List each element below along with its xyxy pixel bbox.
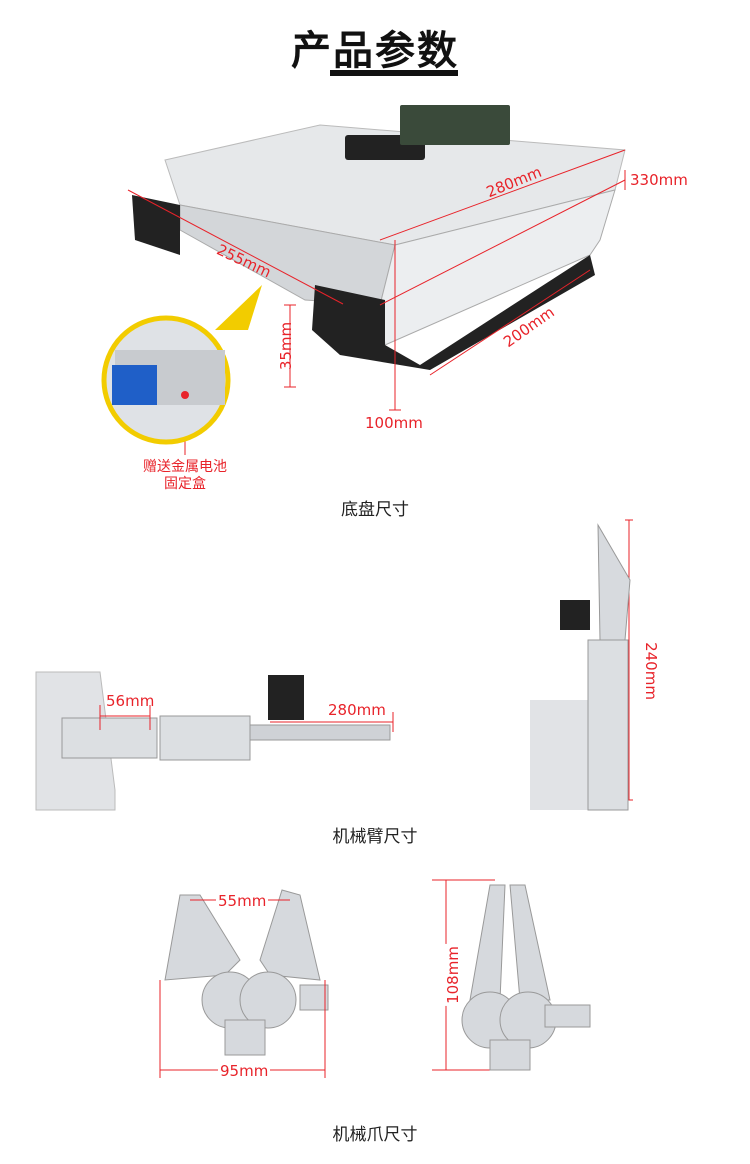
- battery-box-note-line1: 赠送金属电池: [143, 459, 227, 475]
- claw-caption: 机械爪尺寸: [332, 1125, 418, 1145]
- dim-arm-joint: 56mm: [106, 692, 155, 710]
- title-underline: [330, 70, 458, 76]
- chassis-dimension-lines: [127, 149, 626, 455]
- page-title: 产品参数: [291, 28, 459, 74]
- robot-arm-side-image: [35, 671, 391, 811]
- dim-width: 330mm: [630, 171, 688, 189]
- dim-claw-width: 95mm: [218, 1062, 271, 1080]
- dim-claw-opening: 55mm: [216, 892, 269, 910]
- robot-arm-front-image: [530, 523, 631, 811]
- chassis-caption: 底盘尺寸: [341, 500, 409, 520]
- dim-arm-height: 240mm: [641, 642, 660, 700]
- battery-box-note-line2: 固定盒: [164, 476, 206, 492]
- claw-open-image: [164, 889, 329, 1056]
- dim-height: 100mm: [365, 414, 423, 432]
- dim-clearance: 35mm: [277, 321, 296, 371]
- arm-caption: 机械臂尺寸: [332, 827, 418, 847]
- dim-claw-height: 108mm: [443, 944, 462, 1006]
- dim-arm-length: 280mm: [328, 701, 386, 719]
- arm-dimension-lines: [99, 519, 633, 801]
- claw-closed-image: [461, 884, 591, 1071]
- tank-chassis-image: [132, 105, 626, 370]
